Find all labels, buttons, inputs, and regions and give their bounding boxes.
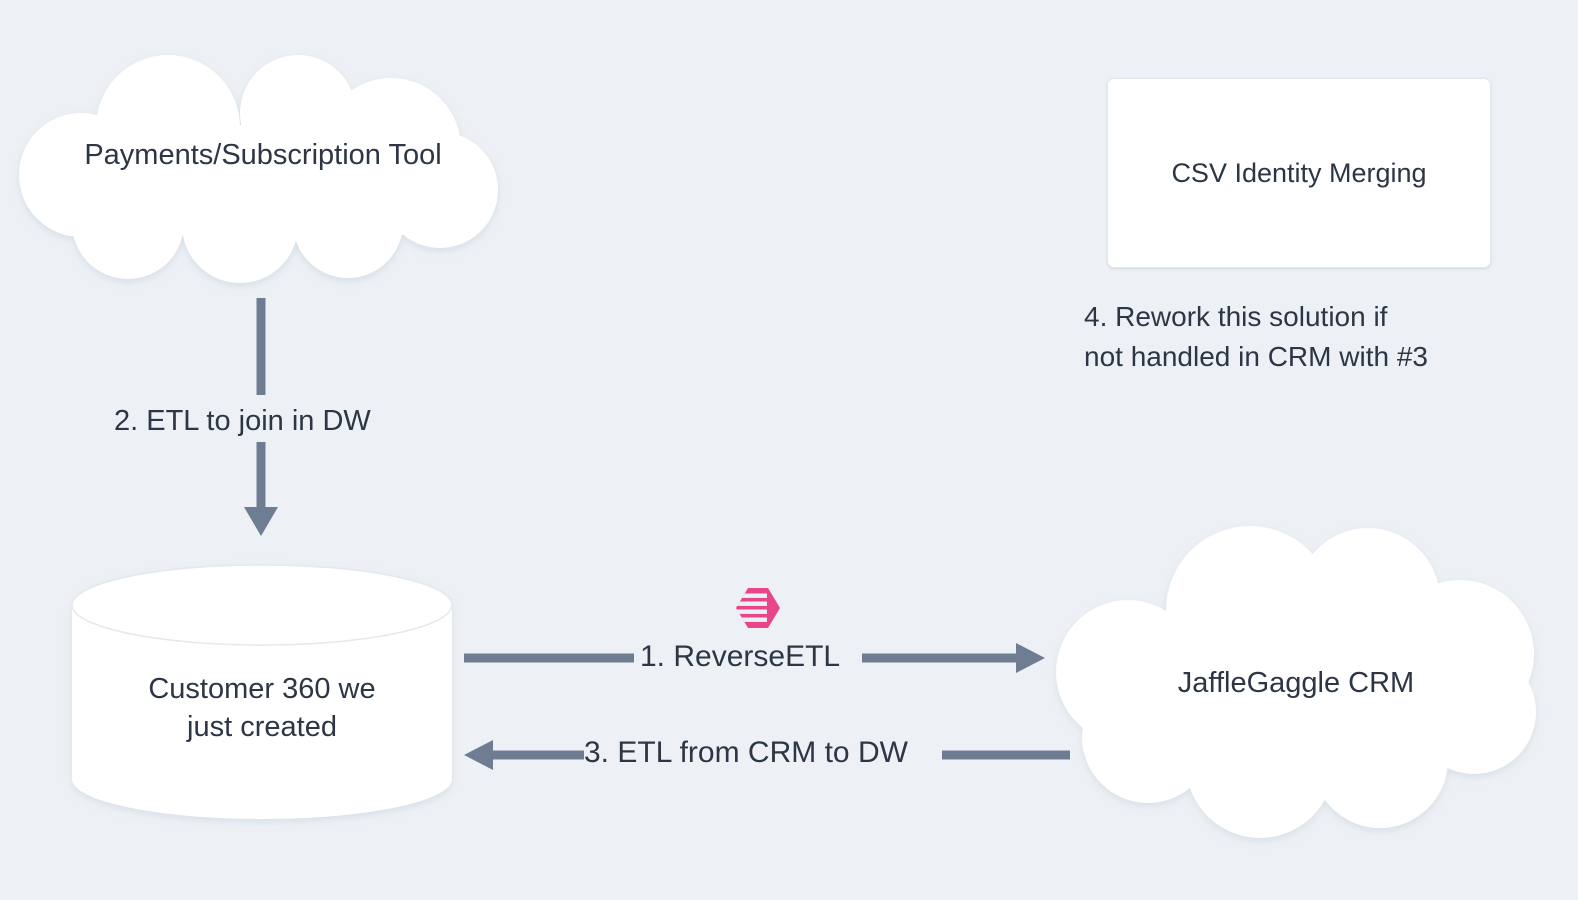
hightouch-logo-icon <box>735 586 783 630</box>
cylinder-shape <box>72 565 452 819</box>
edge-crm-to-warehouse <box>464 740 1070 770</box>
edge-label-etl-to-join-in-dw: 2. ETL to join in DW <box>114 405 371 437</box>
node-jafflegaggle-crm[interactable]: JaffleGaggle CRM <box>1050 522 1542 842</box>
node-customer-360-warehouse-label-line-1: Customer 360 we <box>148 673 376 705</box>
edge-label-etl-from-crm-to-dw: 3. ETL from CRM to DW <box>584 736 908 769</box>
annotation-rework-note-line-2: not handled in CRM with #3 <box>1084 340 1428 372</box>
node-customer-360-warehouse-label-line-2: just created <box>187 711 337 744</box>
cloud-shape <box>1056 526 1536 838</box>
arrowhead-right-icon <box>1016 643 1045 673</box>
node-csv-identity-merging[interactable]: CSV Identity Merging <box>1107 78 1491 268</box>
edge-label-reverse-etl: 1. ReverseETL <box>640 640 841 673</box>
cylinder-top-rim <box>71 564 453 646</box>
annotation-rework-note: 4. Rework this solution if not handled i… <box>1084 297 1524 377</box>
node-payments-subscription-tool[interactable]: Payments/Subscription Tool <box>8 55 518 283</box>
annotation-rework-note-line-1: 4. Rework this solution if <box>1084 301 1388 332</box>
cloud-shape <box>19 55 498 283</box>
node-csv-identity-merging-label: CSV Identity Merging <box>1171 157 1427 188</box>
arrowhead-down-icon <box>244 507 278 536</box>
edge-warehouse-to-crm <box>464 643 1045 673</box>
node-customer-360-warehouse[interactable]: Customer 360 we just created <box>68 564 456 825</box>
node-customer-360-warehouse-label: Customer 360 we just created <box>68 670 456 747</box>
arrowhead-left-icon <box>464 740 493 770</box>
edge-payments-to-warehouse <box>244 298 278 536</box>
